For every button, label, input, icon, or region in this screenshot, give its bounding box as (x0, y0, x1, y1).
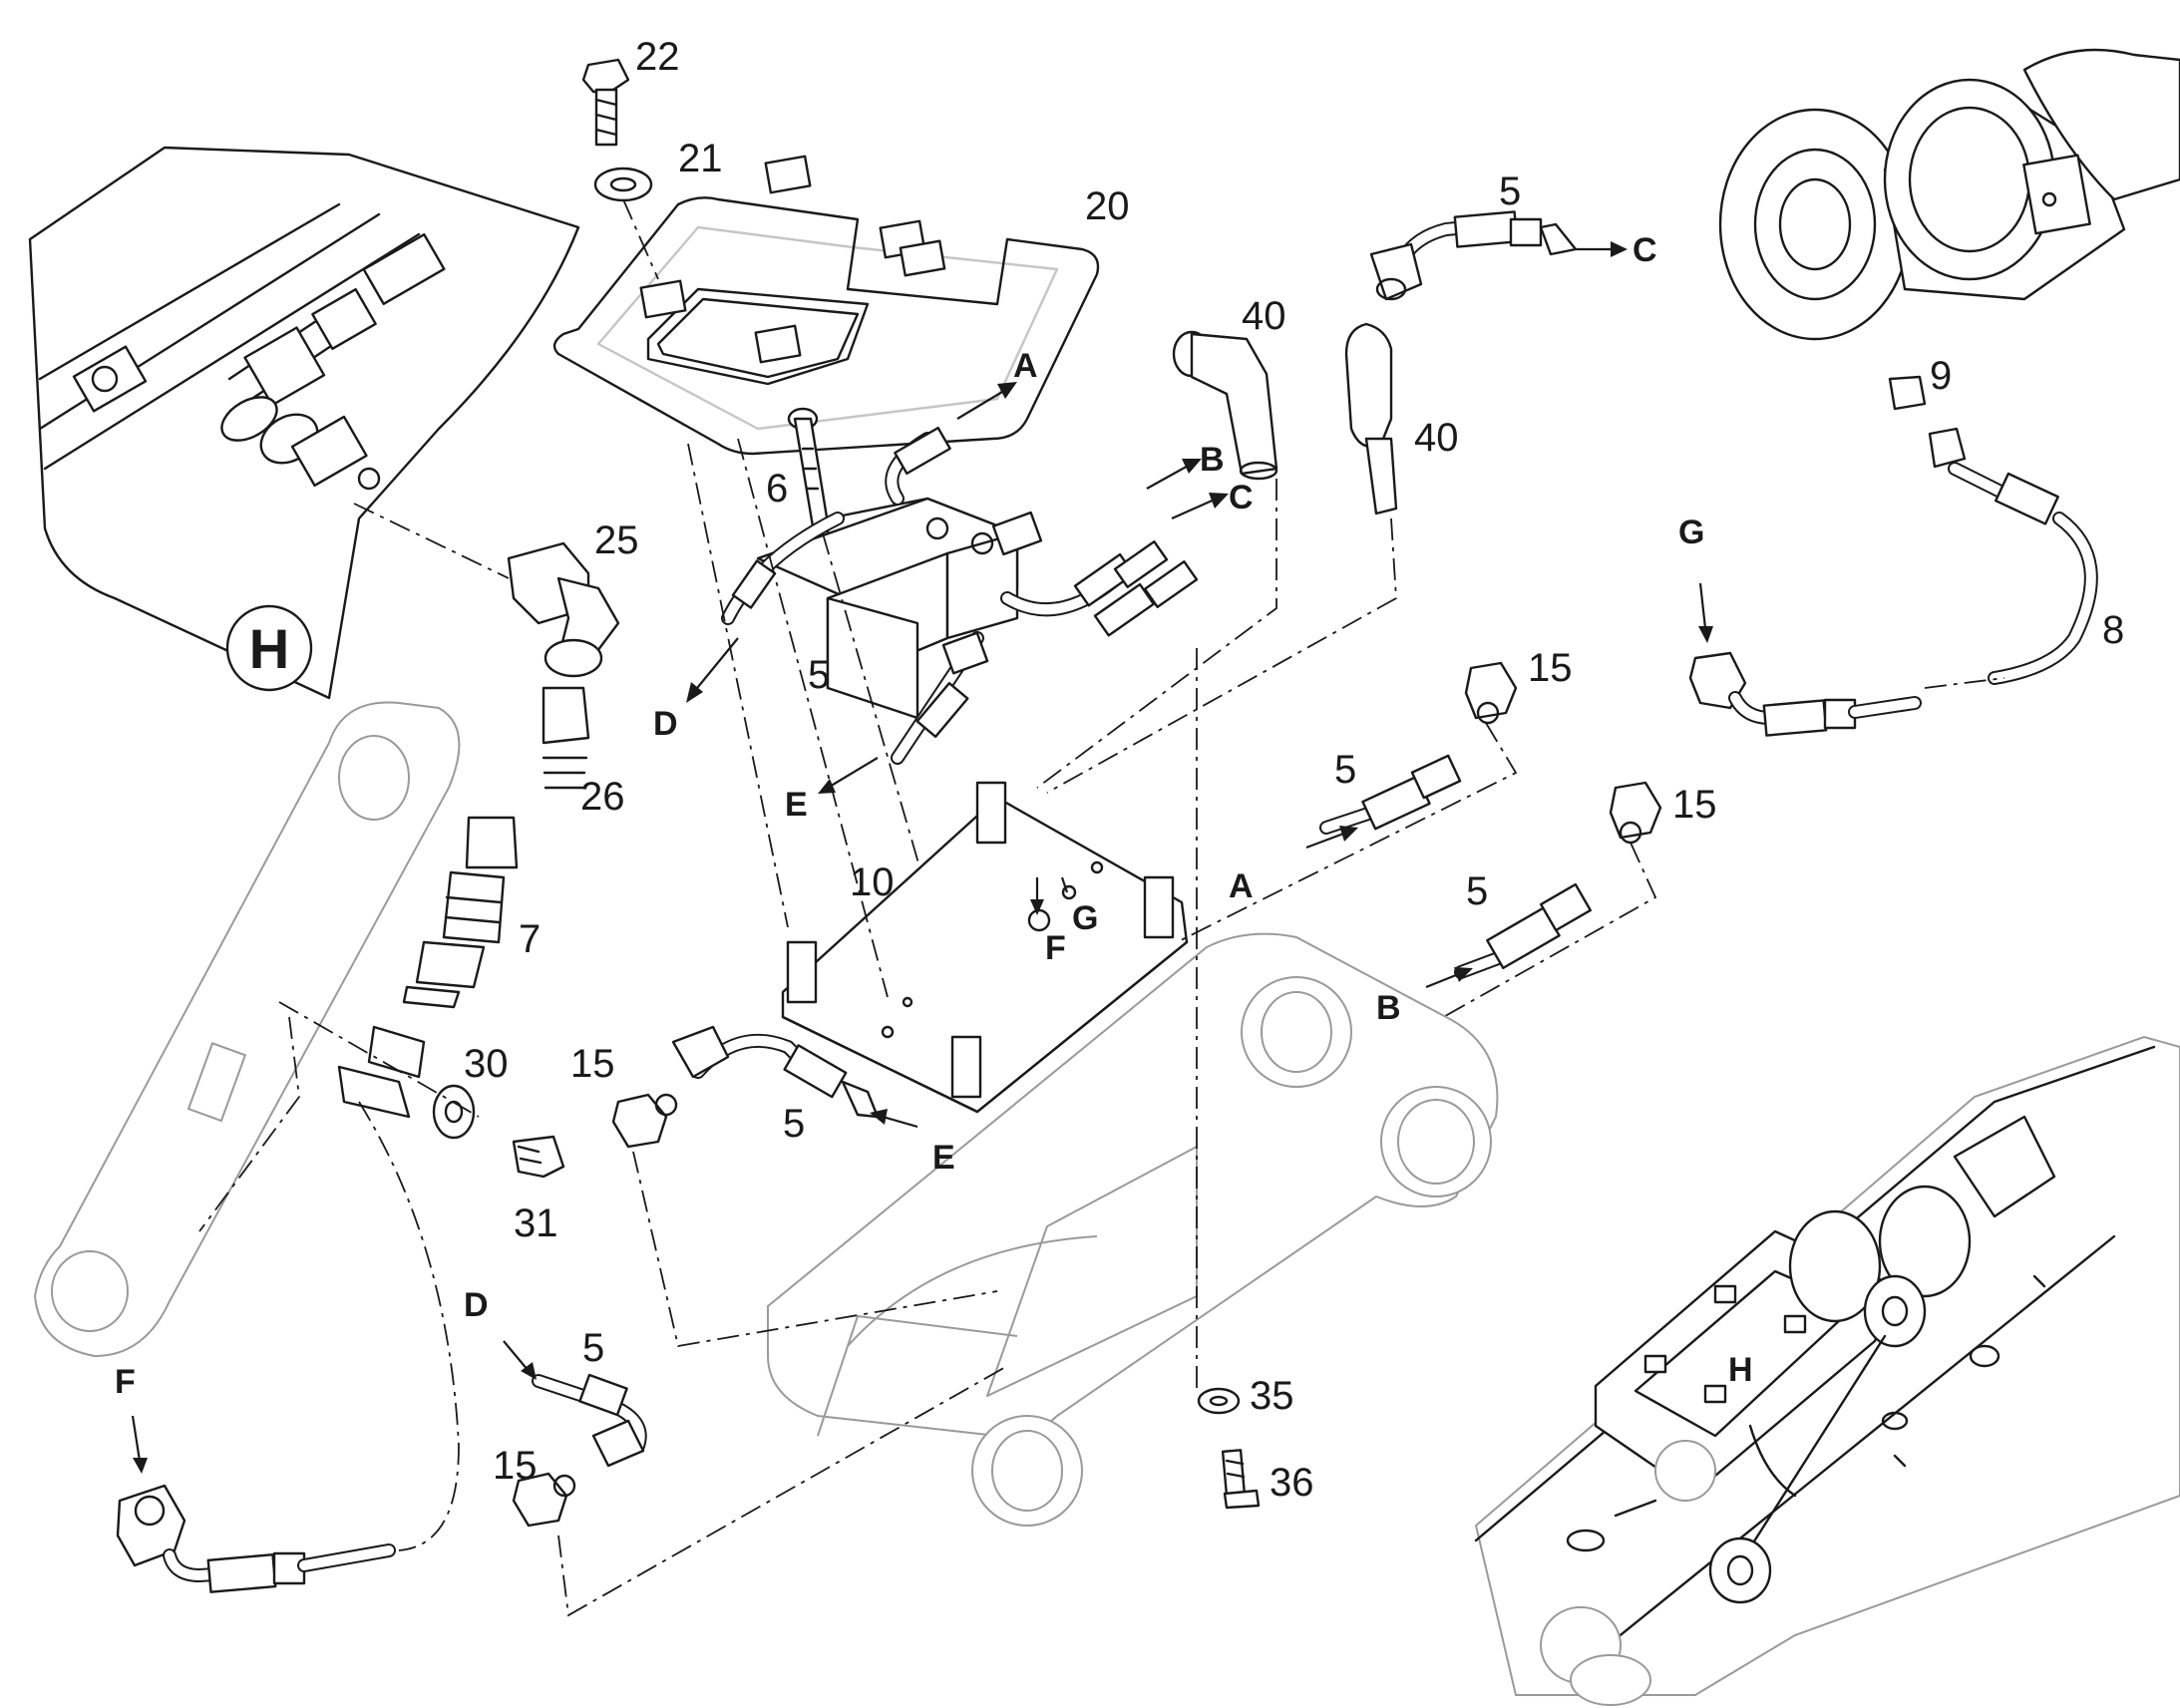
boom-frame (767, 932, 1499, 1527)
label-g-plate: G (1072, 899, 1098, 937)
callout-35: 35 (1250, 1374, 1294, 1418)
elbow-40-top (1172, 330, 1278, 481)
fitting-stack (402, 541, 620, 1009)
label-c-right: C (1633, 231, 1657, 269)
callout-7: 7 (519, 917, 541, 961)
drive-motor (1718, 48, 2180, 341)
callout-26: 26 (580, 775, 625, 819)
callout-25: 25 (594, 518, 639, 562)
callout-5-b: 5 (1466, 869, 1488, 913)
link-arm (33, 701, 461, 1358)
callout-30: 30 (464, 1042, 509, 1086)
cover-plate (552, 155, 1100, 456)
bolt-36 (1221, 1449, 1261, 1510)
hose-5-d (512, 1373, 647, 1528)
callout-8: 8 (2102, 608, 2124, 652)
callout-36: 36 (1270, 1461, 1314, 1505)
label-e-bottom: E (932, 1139, 955, 1177)
label-b-right: B (1376, 989, 1401, 1027)
callout-9: 9 (1930, 354, 1952, 398)
label-h-inset: H (1728, 1351, 1753, 1389)
detail-h-letter: H (249, 617, 289, 680)
mount-plate (781, 781, 1189, 1114)
inset-overview (1474, 1035, 2180, 1706)
callout-40-right: 40 (1414, 416, 1459, 460)
callout-5-d: 5 (582, 1326, 604, 1370)
bolt-31 (512, 1135, 565, 1179)
hose-5-a (1319, 661, 1518, 835)
callout-6: 6 (766, 467, 788, 511)
washer-21 (593, 167, 653, 202)
callout-5-e: 5 (783, 1102, 805, 1146)
callout-20: 20 (1085, 184, 1130, 228)
label-e-left: E (785, 786, 808, 824)
hose-5-b (1454, 781, 1662, 979)
detail-h-view (28, 146, 580, 700)
label-f-bottom: F (115, 1363, 136, 1401)
label-a-right: A (1229, 867, 1254, 905)
callout-15-d: 15 (493, 1444, 538, 1488)
callout-5-a: 5 (1334, 748, 1356, 792)
valve-block (756, 497, 1043, 720)
label-g-right: G (1678, 513, 1704, 551)
label-b-top: B (1200, 441, 1225, 479)
label-f-plate: F (1045, 929, 1066, 967)
label-d-bottom: D (464, 1286, 489, 1324)
washer-35 (1197, 1387, 1241, 1415)
callout-5-top: 5 (1499, 170, 1521, 213)
callout-10: 10 (850, 860, 895, 904)
detail-h-badge (225, 604, 313, 692)
screw-22 (581, 58, 630, 147)
clamp-30 (337, 1025, 476, 1140)
callout-22: 22 (635, 35, 680, 79)
hose-8 (1688, 375, 2098, 737)
hose-f (116, 1484, 396, 1593)
label-c-top: C (1229, 479, 1254, 516)
label-a-top: A (1013, 347, 1038, 385)
hose-5-top (1344, 210, 1578, 515)
flow-arrows (131, 241, 1713, 1474)
label-d-left: D (653, 705, 678, 743)
callout-40-top: 40 (1242, 294, 1286, 338)
callout-15-e: 15 (570, 1042, 615, 1086)
callout-31: 31 (514, 1201, 558, 1245)
callout-15-b: 15 (1672, 783, 1717, 827)
callout-21: 21 (678, 137, 723, 180)
callout-15-a: 15 (1528, 646, 1573, 690)
callout-5-valve: 5 (808, 653, 830, 697)
